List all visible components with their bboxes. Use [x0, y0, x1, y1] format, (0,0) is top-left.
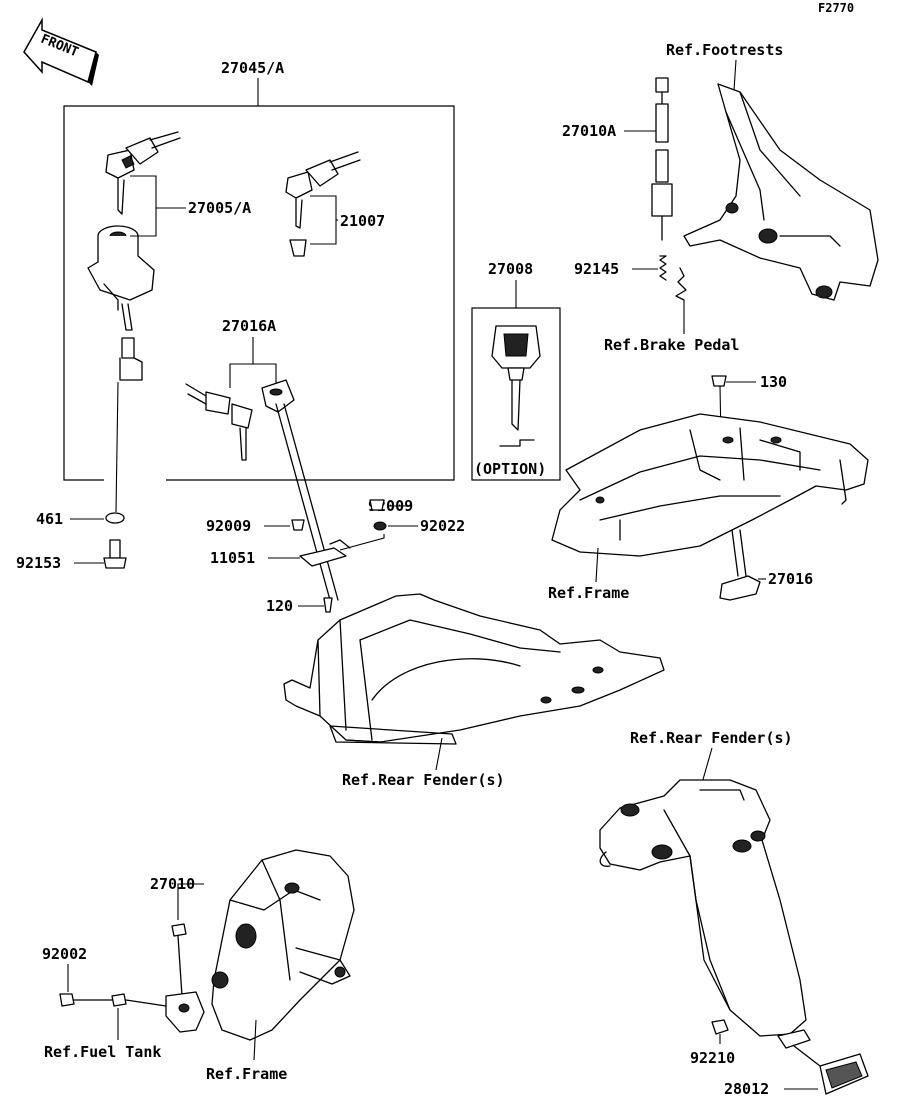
- key-icon: [491, 325, 541, 447]
- screw-icon: [369, 499, 385, 511]
- label-27010: 27010: [150, 875, 195, 893]
- label-92210: 92210: [690, 1049, 735, 1067]
- label-130: 130: [760, 373, 787, 391]
- lower-frame-icon: [211, 849, 355, 1041]
- ignition-switch-group: 27045/A 27005/A: [63, 59, 455, 481]
- label-27005a: 27005/A: [188, 199, 251, 217]
- label-rear-fender-1: Ref.Rear Fender(s): [342, 771, 505, 789]
- reflector-icon: [777, 1029, 869, 1095]
- label-27008: 27008: [488, 260, 533, 278]
- label-option: (OPTION): [474, 460, 546, 478]
- bolt-130-icon: [711, 375, 727, 387]
- label-11051: 11051: [210, 549, 255, 567]
- key-pair-2-icon: [285, 151, 361, 257]
- lock-27016-icon: [719, 575, 761, 601]
- label-frame-1: Ref.Frame: [548, 584, 629, 602]
- bolt-92002-icon: [59, 993, 75, 1007]
- drawing-code: F2770: [818, 1, 854, 15]
- label-27010a: 27010A: [562, 122, 616, 140]
- lock-set-icon: [185, 379, 295, 461]
- spring-icon: [659, 255, 667, 281]
- switch-27010-icon: [165, 923, 205, 1033]
- label-fuel-tank: Ref.Fuel Tank: [44, 1043, 161, 1061]
- bolt-icon: [103, 539, 127, 569]
- option-key-group: 27008 (OPTION): [471, 260, 561, 481]
- washer-icon: [105, 512, 125, 524]
- label-21007: 21007: [340, 212, 385, 230]
- nut-icon: [711, 1019, 729, 1035]
- washer-2-icon: [373, 521, 387, 531]
- label-27045a: 27045/A: [221, 59, 284, 77]
- label-27016a: 27016A: [222, 317, 276, 335]
- plate-icon: [299, 547, 347, 567]
- label-frame-2: Ref.Frame: [206, 1065, 287, 1083]
- label-461: 461: [36, 510, 63, 528]
- label-footrests: Ref.Footrests: [666, 41, 783, 59]
- label-120: 120: [266, 597, 293, 615]
- brake-switch-icon: [651, 77, 673, 241]
- label-92145: 92145: [574, 260, 619, 278]
- label-rear-fender-2: Ref.Rear Fender(s): [630, 729, 793, 747]
- label-28012: 28012: [724, 1080, 769, 1098]
- label-27016: 27016: [768, 570, 813, 588]
- front-arrow-icon: FRONT: [23, 17, 99, 86]
- rear-fender-icon: [599, 779, 807, 1037]
- footrest-bracket-icon: [683, 83, 879, 301]
- rear-fender-tray-icon: [283, 593, 665, 745]
- label-92009-b: 92009: [206, 517, 251, 535]
- rear-frame-icon: [551, 413, 869, 557]
- label-brake-pedal: Ref.Brake Pedal: [604, 336, 739, 354]
- ignition-switch-icon: [87, 225, 155, 381]
- key-pair-icon: [105, 131, 181, 215]
- label-92022: 92022: [420, 517, 465, 535]
- label-92153: 92153: [16, 554, 61, 572]
- label-92002: 92002: [42, 945, 87, 963]
